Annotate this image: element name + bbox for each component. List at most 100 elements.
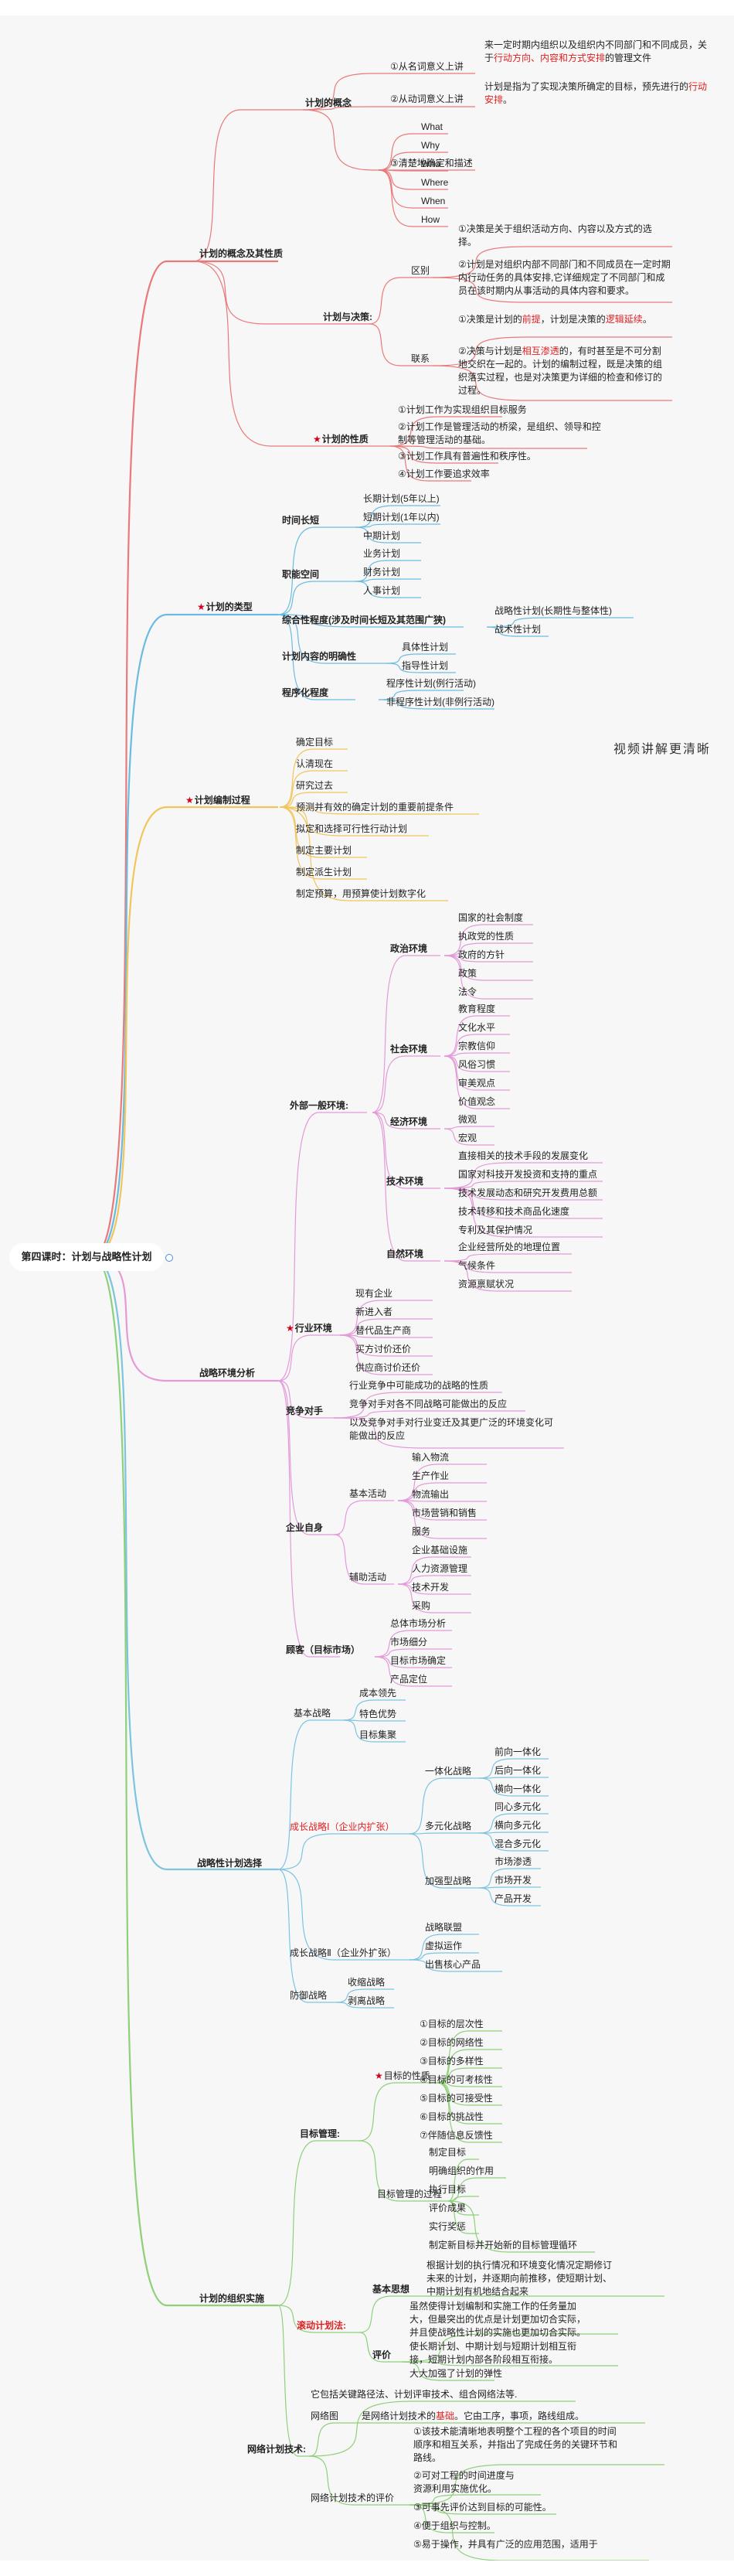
star-icon: ★: [197, 601, 206, 612]
node-rolling-plan[interactable]: 滚动计划法:: [297, 2320, 346, 2331]
node-comprehensiveness[interactable]: 综合性程度(涉及时间长短及其范围广狭): [282, 615, 446, 625]
node-plan-concept[interactable]: 计划的概念: [305, 97, 352, 108]
node-time-length[interactable]: 时间长短: [282, 515, 320, 526]
node-support-activity[interactable]: 辅助活动: [349, 1572, 387, 1583]
node-network-tech[interactable]: 网络计划技术:: [247, 2444, 306, 2455]
branch-environment[interactable]: 战略环境分析: [199, 1368, 256, 1378]
node-mbo-process[interactable]: 目标管理的过程: [377, 2189, 443, 2199]
root-topic[interactable]: 第四课时：计划与战略性计划: [9, 1243, 164, 1271]
social-item: 教育程度: [458, 1003, 496, 1014]
node-programming-degree[interactable]: 程序化程度: [282, 687, 329, 698]
branch-concept[interactable]: 计划的概念及其性质: [199, 248, 284, 259]
node-function-space[interactable]: 职能空间: [282, 569, 320, 580]
node-content-clarity[interactable]: 计划内容的明确性: [282, 651, 357, 662]
tech-item: 专利及其保护情况: [458, 1225, 533, 1235]
node-intensive[interactable]: 加强型战略: [425, 1876, 472, 1886]
node-economic[interactable]: 经济环境: [390, 1116, 428, 1127]
scope-item: 战略性计划(长期性与整体性): [494, 605, 612, 616]
node-industry-env[interactable]: ★行业环境: [286, 1323, 332, 1334]
mbo-process-item: 评价成果: [429, 2203, 467, 2213]
node-describe[interactable]: ③清楚地确定和描述: [390, 158, 473, 169]
node-difference[interactable]: 区别: [411, 265, 430, 276]
intensive-item: 市场渗透: [494, 1856, 532, 1867]
node-social[interactable]: 社会环境: [390, 1044, 428, 1055]
collapse-toggle-icon[interactable]: [165, 1254, 173, 1262]
node-tech[interactable]: 技术环境: [386, 1176, 424, 1187]
basic-strategy-item: 目标集聚: [359, 1729, 397, 1740]
function-item: 业务计划: [363, 548, 401, 559]
political-item: 政策: [458, 968, 477, 979]
node-self[interactable]: 企业自身: [286, 1522, 324, 1533]
network-eval-item-4: ④便于组织与控制。: [413, 2520, 496, 2531]
integration-item: 后向一体化: [494, 1765, 542, 1776]
star-icon: ★: [375, 2070, 383, 2081]
branch-types[interactable]: ★计划的类型: [197, 601, 253, 612]
goal-nature-item: ②目标的网络性: [420, 2037, 484, 2048]
node-goal-nature[interactable]: ★目标的性质: [375, 2070, 430, 2081]
mbo-process-item: 制定新目标并开始新的目标管理循环: [429, 2240, 578, 2251]
process-step: 制定预算，用预算使计划数字化: [296, 888, 426, 899]
node-network-eval[interactable]: 网络计划技术的评价: [311, 2493, 395, 2503]
growth2-item: 出售核心产品: [425, 1959, 481, 1970]
node-natural[interactable]: 自然环境: [386, 1249, 424, 1259]
node-mbo[interactable]: 目标管理:: [300, 2128, 340, 2139]
network-eval-item-3: ③可事先评价达到目标的可能性。: [413, 2502, 552, 2513]
branch-implementation[interactable]: 计划的组织实施: [199, 2293, 265, 2304]
mbo-process-item: 明确组织的作用: [429, 2165, 494, 2176]
diversification-item: 混合多元化: [494, 1838, 542, 1849]
node-growth-1[interactable]: 成长战略Ⅰ（企业内扩张）: [290, 1821, 395, 1832]
node-growth-2[interactable]: 成长战略Ⅱ（企业外扩张）: [290, 1947, 396, 1958]
tech-item: 技术转移和技术商品化速度: [458, 1206, 570, 1217]
connector-lines: [92, 73, 672, 2561]
social-item: 文化水平: [458, 1022, 496, 1033]
star-icon: ★: [185, 795, 194, 806]
social-item: 风俗习惯: [458, 1059, 496, 1070]
node-rolling-idea[interactable]: 基本思想: [372, 2284, 410, 2295]
node-verb-meaning[interactable]: ②从动词意义上讲: [390, 94, 464, 104]
process-step: 研究过去: [296, 780, 334, 791]
node-basic-activity[interactable]: 基本活动: [349, 1488, 387, 1499]
network-intro: 它包括关键路径法、计划评审技术、组合网络法等.: [311, 2389, 518, 2400]
program-item: 程序性计划(例行活动): [386, 678, 476, 689]
node-diversification[interactable]: 多元化战略: [425, 1821, 472, 1831]
industry-item: 买方讨价还价: [355, 1344, 412, 1354]
node-integration[interactable]: 一体化战略: [425, 1766, 472, 1777]
node-competitor[interactable]: 竞争对手: [286, 1406, 324, 1416]
describe-item: Why: [421, 140, 440, 151]
node-plan-decision[interactable]: 计划与决策:: [323, 312, 372, 322]
star-icon: ★: [286, 1323, 294, 1334]
node-network-diagram[interactable]: 网络图: [311, 2411, 339, 2421]
node-plan-nature[interactable]: ★计划的性质: [313, 434, 369, 445]
node-relation[interactable]: 联系: [411, 353, 430, 364]
natural-item: 资源禀赋状况: [458, 1279, 515, 1290]
node-defense[interactable]: 防御战略: [290, 1990, 328, 2001]
watermark-text: 视频讲解更清晰: [613, 741, 711, 756]
branch-process[interactable]: ★计划编制过程: [185, 795, 250, 806]
node-customer[interactable]: 顾客（目标市场）: [286, 1644, 361, 1655]
branch-strategy[interactable]: 战略性计划选择: [197, 1858, 263, 1869]
tech-item: 技术发展动态和研究开发费用总额: [458, 1187, 598, 1198]
network-eval-item-2: ②可对工程的时间进度与资源利用实施优化。: [413, 2470, 515, 2494]
node-external-env[interactable]: 外部一般环境:: [290, 1100, 348, 1111]
growth2-item: 虚拟运作: [425, 1941, 463, 1951]
relation-item-2: ②决策与计划是相互渗透的，有时甚至是不可分割地交织在一起的。计划的编制过程，既是…: [458, 346, 663, 396]
function-item: 人事计划: [363, 585, 401, 596]
node-noun-meaning[interactable]: ①从名词意义上讲: [390, 61, 464, 72]
customer-item: 市场细分: [390, 1637, 428, 1647]
integration-item: 前向一体化: [494, 1746, 542, 1757]
difference-item-2: ②计划是对组织内部不同部门和不同成员在一定时期内行动任务的具体安排,它详细规定了…: [458, 259, 671, 296]
intensive-item: 产品开发: [494, 1893, 532, 1904]
noun-meaning-text: 来一定时期内组织以及组织内不同部门和不同成员，关于行动方向、内容和方式安排的管理…: [484, 39, 708, 63]
competitor-item: 以及竞争对手对行业变迁及其更广泛的环境变化可能做出的反应: [349, 1417, 554, 1441]
tech-item: 国家对科技开发投资和支持的重点: [458, 1169, 598, 1180]
social-item: 价值观念: [458, 1096, 496, 1107]
time-item: 长期计划(5年以上): [363, 493, 440, 504]
node-rolling-eval[interactable]: 评价: [372, 2349, 392, 2360]
network-eval-item-1: ①该技术能清晰地表明整个工程的各个项目的时间顺序和相互关系，并指出了完成任务的关…: [413, 2426, 618, 2463]
process-step: 制定主要计划: [296, 845, 352, 856]
network-diagram-text: 是网络计划技术的基础。它由工序，事项，路线组成。: [362, 2411, 585, 2421]
node-political[interactable]: 政治环境: [390, 943, 428, 954]
defense-item: 收缩战略: [348, 1977, 386, 1988]
process-step: 认清现在: [296, 758, 334, 769]
node-basic-strategy[interactable]: 基本战略: [294, 1708, 331, 1719]
